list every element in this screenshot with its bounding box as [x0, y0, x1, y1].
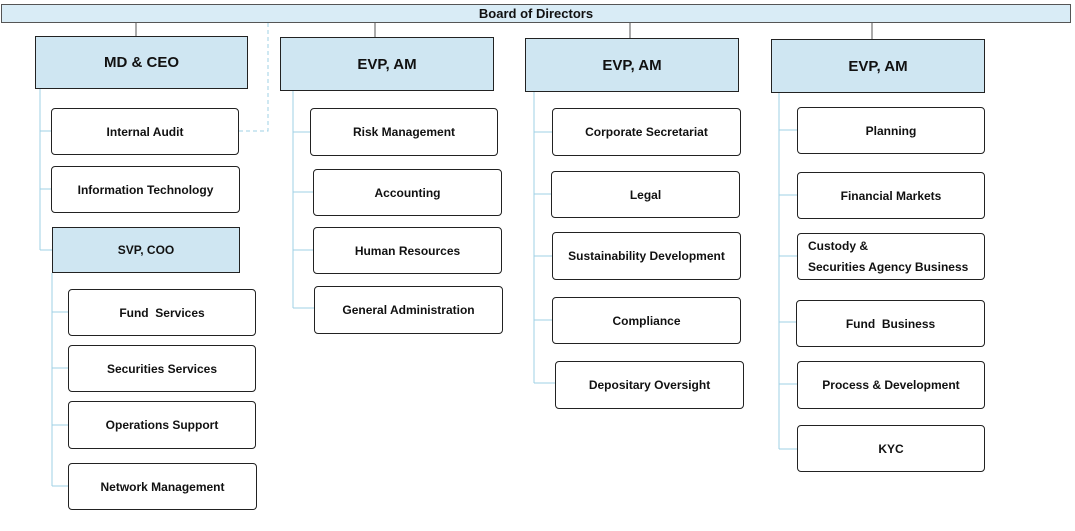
unit-general-administration: General Administration — [314, 286, 503, 334]
unit-fund-business: Fund Business — [796, 300, 985, 347]
unit-securities-services: Securities Services — [68, 345, 256, 392]
unit-planning: Planning — [797, 107, 985, 154]
unit-information-technology: Information Technology — [51, 166, 240, 213]
unit-custody-securities-agency: Custody & Securities Agency Business — [797, 233, 985, 280]
svp-coo-box: SVP, COO — [52, 227, 240, 273]
unit-depositary-oversight: Depositary Oversight — [555, 361, 744, 409]
unit-compliance: Compliance — [552, 297, 741, 344]
unit-risk-management: Risk Management — [310, 108, 498, 156]
dashed-audit-link — [239, 23, 269, 132]
unit-fund-services: Fund Services — [68, 289, 256, 336]
md-ceo-box: MD & CEO — [35, 36, 248, 89]
evp-am-box-1: EVP, AM — [280, 37, 494, 91]
unit-custody-line-2: Securities Agency Business — [808, 259, 969, 274]
unit-process-development: Process & Development — [797, 361, 985, 409]
unit-kyc: KYC — [797, 425, 985, 472]
unit-operations-support: Operations Support — [68, 401, 256, 449]
unit-corporate-secretariat: Corporate Secretariat — [552, 108, 741, 156]
unit-network-management: Network Management — [68, 463, 257, 510]
unit-accounting: Accounting — [313, 169, 502, 216]
unit-financial-markets: Financial Markets — [797, 172, 985, 219]
unit-human-resources: Human Resources — [313, 227, 502, 274]
unit-internal-audit: Internal Audit — [51, 108, 239, 155]
board-of-directors: Board of Directors — [1, 4, 1071, 23]
evp-am-box-3: EVP, AM — [771, 39, 985, 93]
unit-custody-line-1: Custody & — [808, 238, 868, 253]
unit-sustainability-development: Sustainability Development — [552, 232, 741, 280]
evp-am-box-2: EVP, AM — [525, 38, 739, 92]
unit-legal: Legal — [551, 171, 740, 218]
